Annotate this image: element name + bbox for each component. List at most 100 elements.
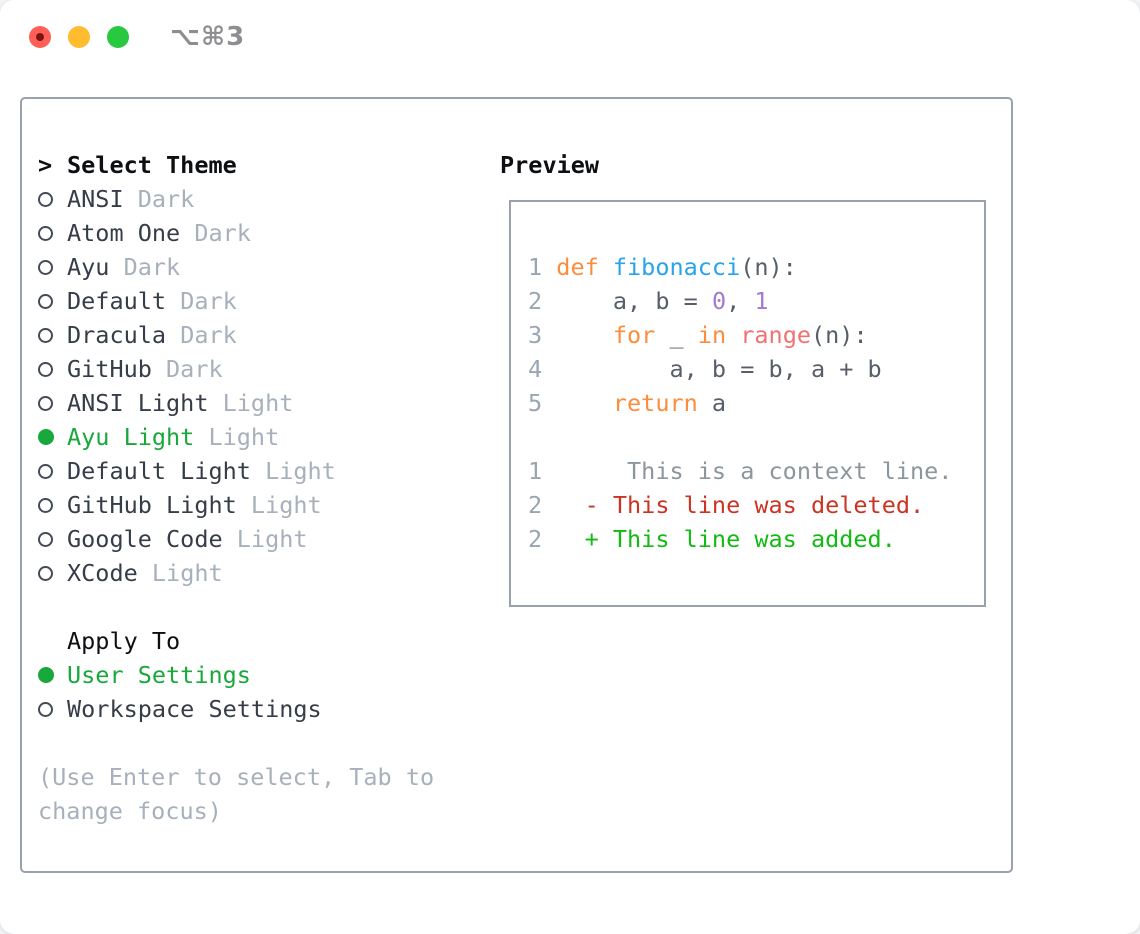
- code-line: 2 - This line was deleted.: [528, 488, 952, 522]
- theme-variant-label: Light: [208, 389, 294, 417]
- radio-icon: [38, 565, 53, 581]
- theme-option-ansi-light[interactable]: ANSI Light Light: [38, 386, 468, 420]
- radio-icon: [38, 361, 53, 377]
- theme-name: GitHub Light: [67, 491, 237, 519]
- code-token-deleted: - This line was deleted.: [556, 491, 925, 519]
- code-token-plain: _: [655, 321, 698, 349]
- theme-option-default[interactable]: Default Dark: [38, 284, 468, 318]
- code-token-plain: ,: [726, 287, 755, 315]
- theme-variant-label: Dark: [166, 287, 237, 315]
- theme-name: XCode: [67, 559, 138, 587]
- theme-option-xcode[interactable]: XCode Light: [38, 556, 468, 590]
- apply-option-workspace-settings[interactable]: Workspace Settings: [38, 692, 468, 726]
- close-button[interactable]: [29, 26, 51, 48]
- theme-variant-label: Dark: [180, 219, 251, 247]
- title-bar: ⌥⌘3: [0, 0, 1140, 72]
- code-token-plain: (n):: [740, 253, 797, 281]
- theme-option-default-light[interactable]: Default Light Light: [38, 454, 468, 488]
- code-token-added: + This line was added.: [556, 525, 896, 553]
- code-token-gutter: 1: [528, 253, 557, 281]
- theme-name: Default Light: [67, 457, 251, 485]
- code-line: 4 a, b = b, a + b: [528, 352, 952, 386]
- theme-name: Atom One: [67, 219, 181, 247]
- radio-icon: [38, 293, 53, 309]
- radio-icon: [38, 463, 53, 479]
- code-token-number: 1: [754, 287, 769, 315]
- code-line: 2 a, b = 0, 1: [528, 284, 952, 318]
- radio-icon: [38, 531, 53, 547]
- radio-icon: [38, 497, 53, 513]
- theme-option-atom-one[interactable]: Atom One Dark: [38, 216, 468, 250]
- code-line: 3 for _ in range(n):: [528, 318, 952, 352]
- radio-icon: [38, 225, 53, 241]
- code-token-keyword: in: [697, 321, 727, 349]
- preview-title: Preview: [500, 151, 600, 179]
- theme-name: Ayu: [67, 253, 110, 281]
- code-token-keyword: for: [612, 321, 656, 349]
- theme-option-ayu-light[interactable]: Ayu Light Light: [38, 420, 468, 454]
- radio-icon: [38, 701, 53, 717]
- code-token-gutter: 2: [528, 525, 557, 553]
- code-token-keyword: def: [556, 253, 613, 281]
- theme-variant-label: Light: [194, 423, 280, 451]
- theme-name: GitHub: [67, 355, 152, 383]
- help-text-line: change focus): [38, 797, 222, 825]
- code-token-function: fibonacci: [612, 253, 741, 281]
- code-token-plain: (n):: [811, 321, 868, 349]
- code-token-gutter: 4: [528, 355, 557, 383]
- theme-option-github-light[interactable]: GitHub Light Light: [38, 488, 468, 522]
- code-token-gutter: 3: [528, 321, 557, 349]
- code-line: 1 def fibonacci(n):: [528, 250, 952, 284]
- theme-name: Default: [67, 287, 167, 315]
- code-token-builtin: range: [740, 321, 811, 349]
- apply-to-header: Apply To: [38, 624, 468, 658]
- theme-option-google-code[interactable]: Google Code Light: [38, 522, 468, 556]
- apply-option-user-settings[interactable]: User Settings: [38, 658, 468, 692]
- theme-name: Ayu Light: [67, 423, 195, 451]
- code-line: 5 return a: [528, 386, 952, 420]
- apply-option-label: User Settings: [67, 661, 251, 689]
- minimize-button[interactable]: [68, 26, 90, 48]
- code-token-plain: [556, 389, 613, 417]
- code-token-gutter: 2: [528, 287, 557, 315]
- window-controls: [29, 26, 129, 48]
- theme-option-ayu[interactable]: Ayu Dark: [38, 250, 468, 284]
- code-token-context: This is a context line.: [556, 457, 953, 485]
- radio-icon: [38, 327, 53, 343]
- radio-icon: [38, 395, 53, 411]
- code-line: 1 This is a context line.: [528, 454, 952, 488]
- code-token-plain: [726, 321, 740, 349]
- theme-name: Dracula: [67, 321, 167, 349]
- code-token-plain: a: [697, 389, 727, 417]
- zoom-button[interactable]: [107, 26, 129, 48]
- radio-icon: [38, 259, 53, 275]
- apply-option-label: Workspace Settings: [67, 695, 322, 723]
- theme-variant-label: Dark: [123, 185, 195, 213]
- code-token-gutter: 2: [528, 491, 557, 519]
- theme-option-github[interactable]: GitHub Dark: [38, 352, 468, 386]
- code-line: [528, 420, 952, 454]
- theme-option-ansi[interactable]: ANSI Dark: [38, 182, 468, 216]
- keyboard-shortcut-label: ⌥⌘3: [170, 22, 246, 52]
- theme-name: Google Code: [67, 525, 223, 553]
- theme-variant-label: Dark: [151, 355, 223, 383]
- radio-selected-icon: [38, 667, 54, 683]
- code-token-gutter: 5: [528, 389, 557, 417]
- code-token-keyword: return: [612, 389, 698, 417]
- radio-selected-icon: [38, 429, 54, 445]
- code-token-number: 0: [711, 287, 727, 315]
- theme-variant-label: Dark: [109, 253, 181, 281]
- code-token-plain: a, b =: [556, 287, 712, 315]
- code-token-plain: a, b = b, a + b: [556, 355, 882, 383]
- theme-variant-label: Light: [137, 559, 223, 587]
- code-line: 2 + This line was added.: [528, 522, 952, 556]
- radio-icon: [38, 191, 53, 207]
- theme-option-dracula[interactable]: Dracula Dark: [38, 318, 468, 352]
- cursor-indicator: >: [38, 151, 53, 179]
- theme-variant-label: Light: [250, 457, 336, 485]
